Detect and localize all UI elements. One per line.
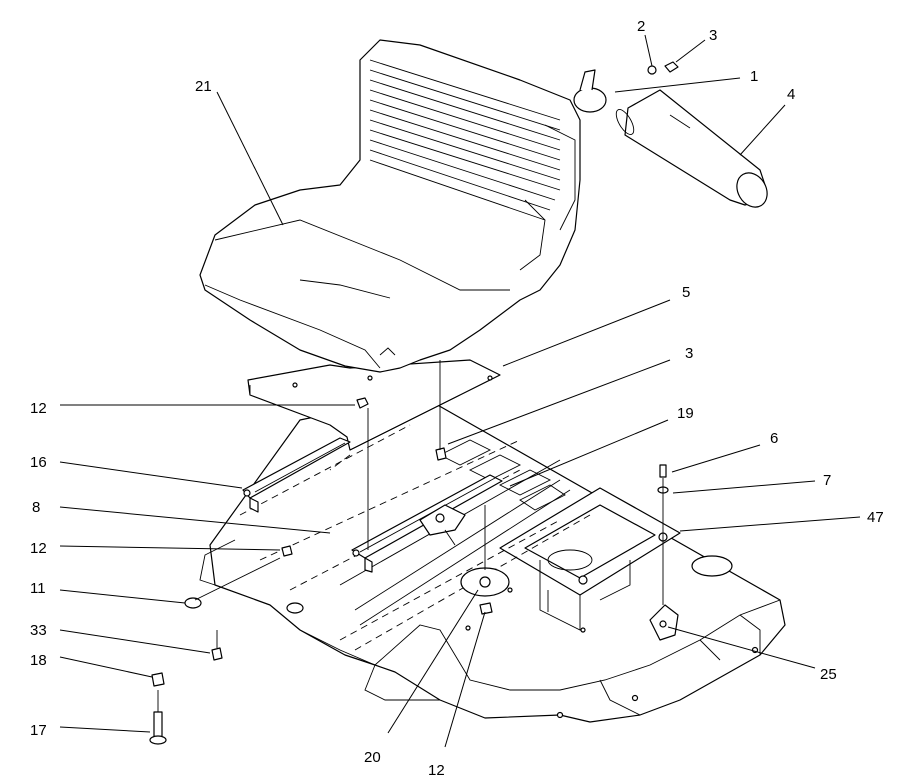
callout-8: 8 <box>32 499 40 516</box>
callout-17: 17 <box>30 722 47 739</box>
nut-12-bottom <box>479 602 493 615</box>
callout-1: 1 <box>750 68 758 85</box>
seat-rail-left <box>242 437 351 513</box>
nut-12-left <box>281 545 293 557</box>
callout-33: 33 <box>30 622 47 639</box>
callout-18: 18 <box>30 652 47 669</box>
bolt-3-mid <box>435 447 447 461</box>
callout-21: 21 <box>195 78 212 95</box>
nut-12-top <box>356 397 369 409</box>
callout-25: 25 <box>820 666 837 683</box>
grip-handle <box>615 89 768 208</box>
callout-19: 19 <box>677 405 694 422</box>
callout-4: 4 <box>787 86 795 103</box>
storage-box <box>499 487 681 631</box>
seat-rail-right <box>351 474 503 573</box>
seat <box>199 39 581 373</box>
callout-6: 6 <box>770 430 778 447</box>
seat-platform <box>199 394 786 723</box>
hardware <box>149 61 679 745</box>
bolt-3-top <box>664 61 679 73</box>
leader-lines <box>59 34 861 748</box>
bolt-17-shank <box>153 711 163 739</box>
nut-18 <box>151 672 165 687</box>
knob-11 <box>184 597 202 609</box>
callout-12-top: 12 <box>30 400 47 417</box>
callout-12-bottom: 12 <box>428 762 445 779</box>
callout-7: 7 <box>823 472 831 489</box>
callout-2: 2 <box>637 18 645 35</box>
callout-labels: 21 2 3 1 4 5 3 19 6 7 47 12 16 8 12 11 3… <box>30 18 884 779</box>
callout-11: 11 <box>30 580 46 597</box>
callout-3-mid: 3 <box>685 345 693 362</box>
callout-47: 47 <box>867 509 884 526</box>
callout-16: 16 <box>30 454 47 471</box>
callout-20: 20 <box>364 749 381 766</box>
callout-3-top: 3 <box>709 27 717 44</box>
washer-2 <box>647 65 657 75</box>
bolt-17-head <box>149 735 167 745</box>
callout-5: 5 <box>682 284 690 301</box>
bolt-33 <box>211 647 223 661</box>
callout-12-left: 12 <box>30 540 47 557</box>
bolt-6 <box>659 464 667 478</box>
hose-clamp <box>573 69 607 113</box>
